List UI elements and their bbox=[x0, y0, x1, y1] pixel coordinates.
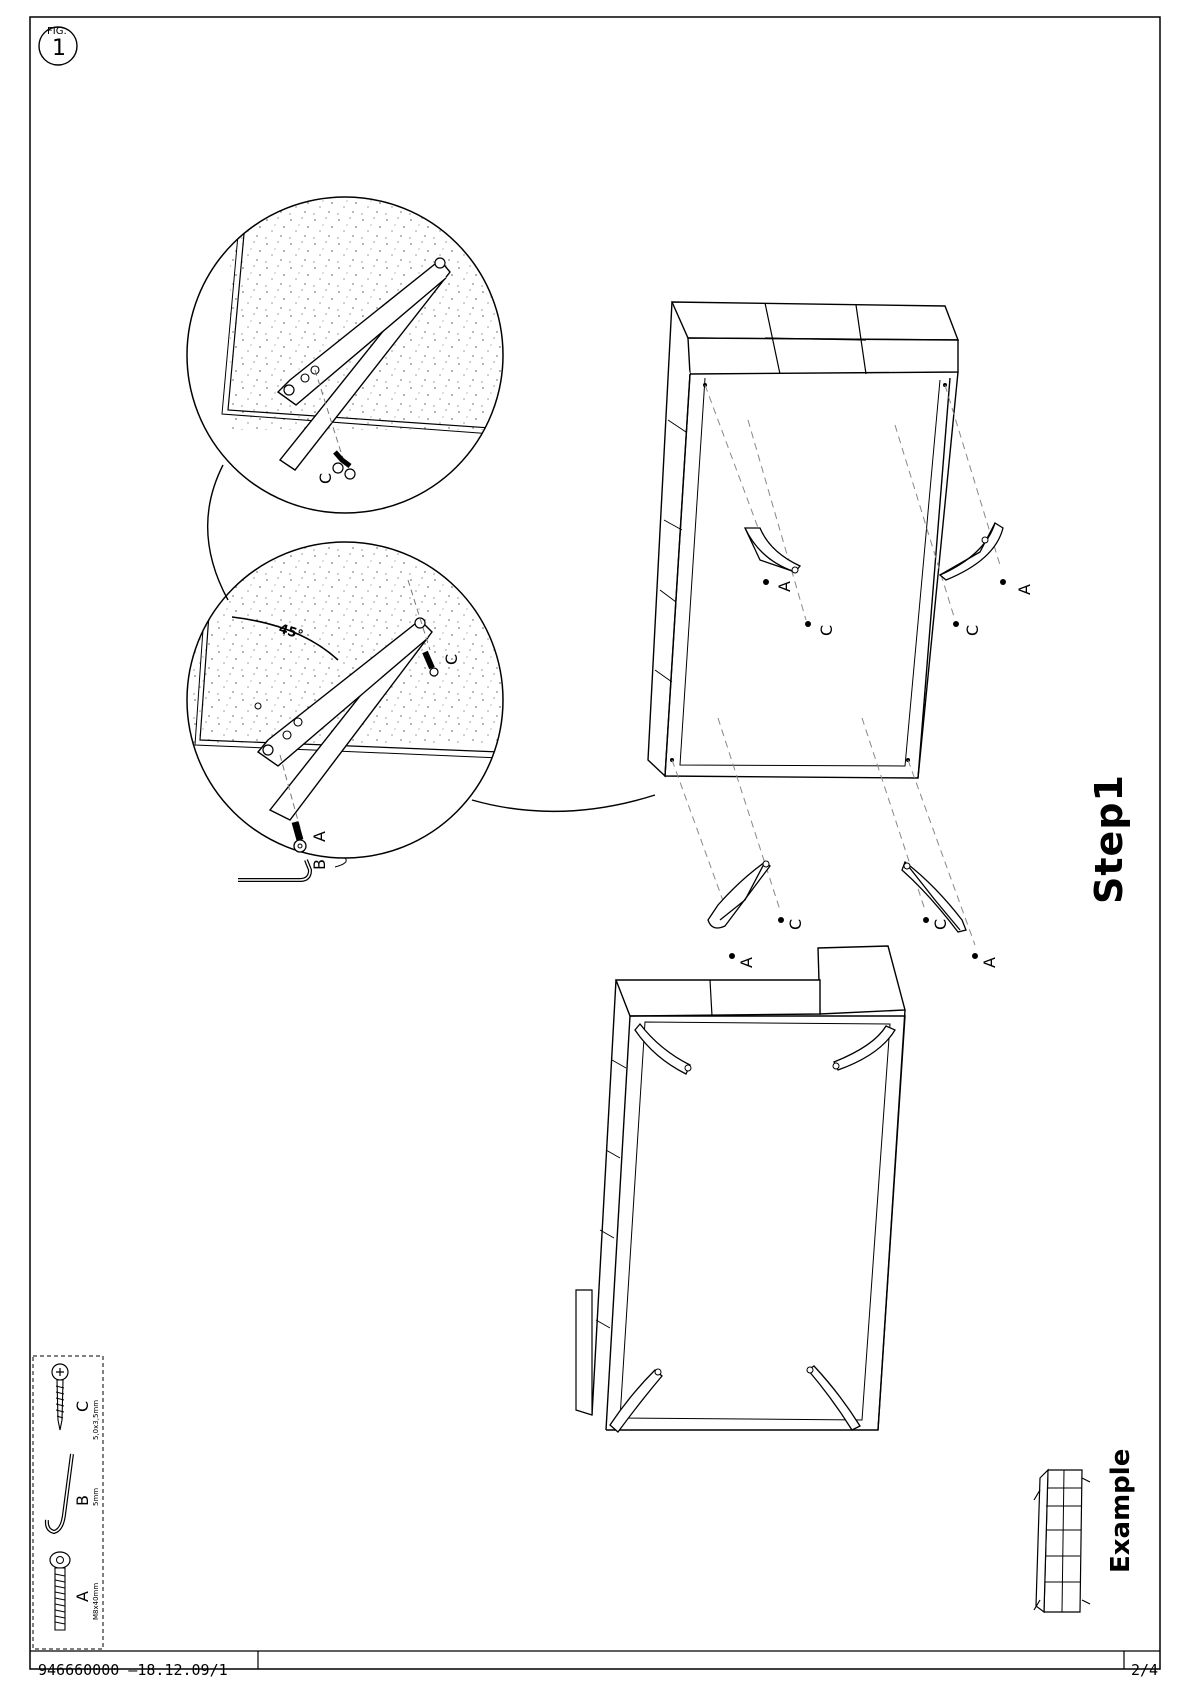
hex-key-b-detail bbox=[238, 860, 310, 880]
bracket-mounted-3 bbox=[610, 1369, 662, 1432]
frame-callout-c-3: C bbox=[786, 919, 805, 930]
part-a-letter: A bbox=[73, 1591, 92, 1602]
bracket-mounted-2 bbox=[833, 1026, 895, 1070]
bracket-mounted-4 bbox=[807, 1366, 860, 1430]
frame-callout-a-3: A bbox=[737, 957, 756, 968]
frame-callout-c-4: C bbox=[931, 919, 950, 930]
part-b-letter: B bbox=[73, 1495, 92, 1506]
example-label: Example bbox=[1106, 1449, 1136, 1573]
bracket-upper-right bbox=[940, 523, 1003, 580]
frame-callout-a-2: A bbox=[1015, 584, 1034, 595]
frame-callout-a-1: A bbox=[775, 581, 794, 592]
step-title: Step1 bbox=[1087, 774, 1131, 904]
hex-key-b-icon bbox=[47, 1454, 72, 1532]
frame-callout-a-4: A bbox=[980, 957, 999, 968]
figure-number: 1 bbox=[52, 36, 66, 61]
document-code: 946660000 –18.12.09/1 bbox=[38, 1661, 228, 1679]
frame-upper bbox=[648, 302, 1000, 778]
part-b-spec: 5mm bbox=[92, 1488, 100, 1506]
frame-callout-c-2: C bbox=[963, 625, 982, 636]
detail-connector-bottom bbox=[472, 795, 655, 811]
detail-lower-callout-c: C bbox=[442, 654, 461, 665]
part-c-spec: 5,0x3,5mm bbox=[92, 1400, 100, 1440]
page-border bbox=[30, 17, 1160, 1669]
page-number: 2/4 bbox=[1131, 1661, 1158, 1679]
detail-callout-a: A bbox=[310, 831, 329, 842]
detail-upper-callout-c: C bbox=[316, 473, 335, 484]
screw-c-icon bbox=[52, 1364, 68, 1430]
bracket-loose-left bbox=[708, 861, 770, 928]
detail-view-lower: 45° bbox=[187, 542, 510, 858]
bracket-upper-left bbox=[745, 528, 800, 573]
detail-callout-b: B bbox=[310, 859, 329, 870]
bolt-a-icon bbox=[50, 1552, 70, 1630]
part-a-spec: M8x40mm bbox=[92, 1583, 100, 1620]
example-thumbnail bbox=[1034, 1470, 1090, 1612]
detail-connector-top bbox=[208, 465, 228, 600]
frame-assembled bbox=[576, 946, 905, 1430]
part-c-letter: C bbox=[73, 1401, 92, 1412]
detail-view-upper bbox=[187, 190, 530, 513]
frame-callout-c-1: C bbox=[817, 625, 836, 636]
